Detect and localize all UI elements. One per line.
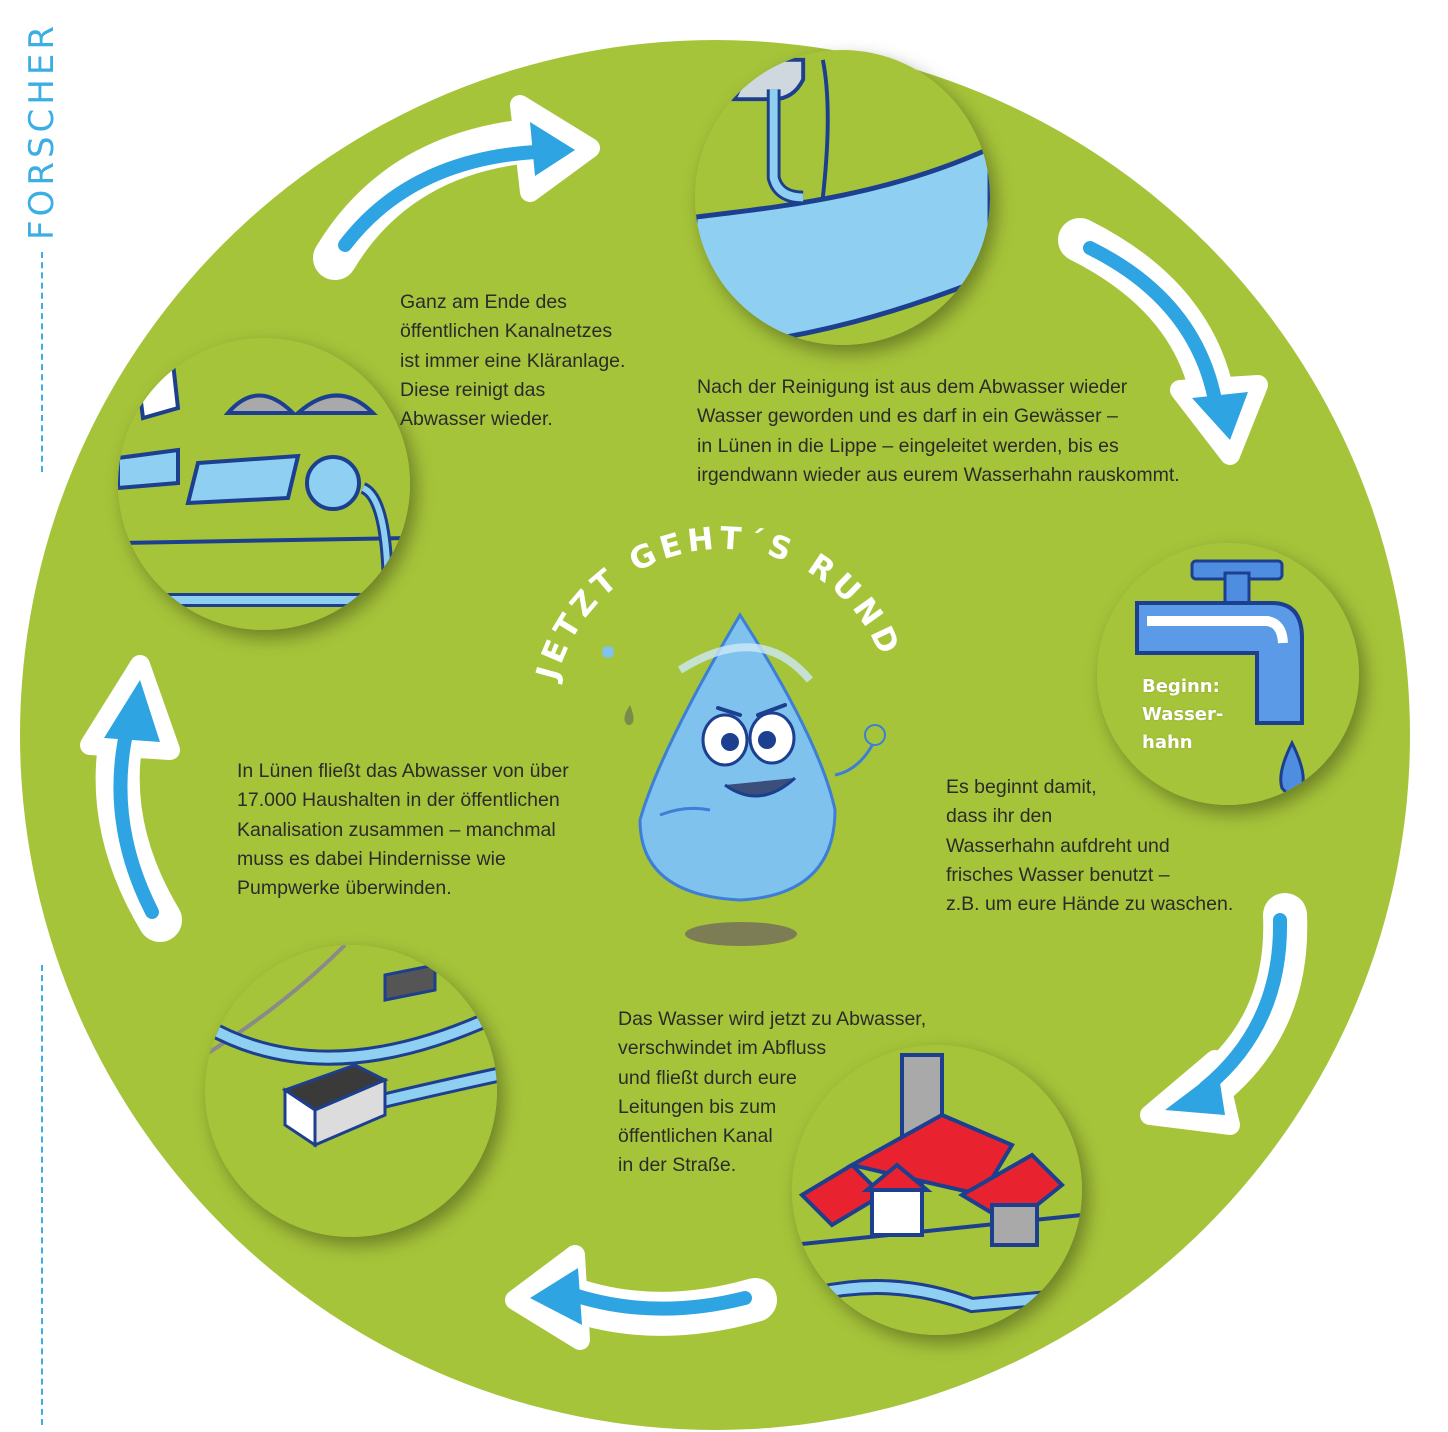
step-river-text: Nach der Reinigung ist aus dem Abwasser … (697, 376, 1180, 486)
dashed-divider-top (41, 252, 43, 472)
step-sewer-text: In Lünen fließt das Abwasser von über 17… (237, 760, 569, 899)
mascot-shadow (685, 922, 797, 946)
scene-river (695, 50, 990, 345)
step-tap-text: Es beginnt damit, dass ihr den Wasserhah… (946, 776, 1234, 915)
droplet-mascot (602, 612, 886, 902)
step-drain-text: Das Wasser wird jetzt zu Abwasser, versc… (618, 1008, 927, 1177)
scene-houses (792, 1045, 1082, 1335)
step-plant-text: Ganz am Ende des öffentlichen Kanalnetze… (400, 291, 626, 430)
scene-treatment-plant (118, 338, 410, 630)
start-label: Beginn: Wasser- hahn (1142, 676, 1224, 753)
scene-pump-station (205, 945, 497, 1237)
scene-faucet (1097, 543, 1359, 805)
dashed-divider-bottom (41, 965, 43, 1425)
